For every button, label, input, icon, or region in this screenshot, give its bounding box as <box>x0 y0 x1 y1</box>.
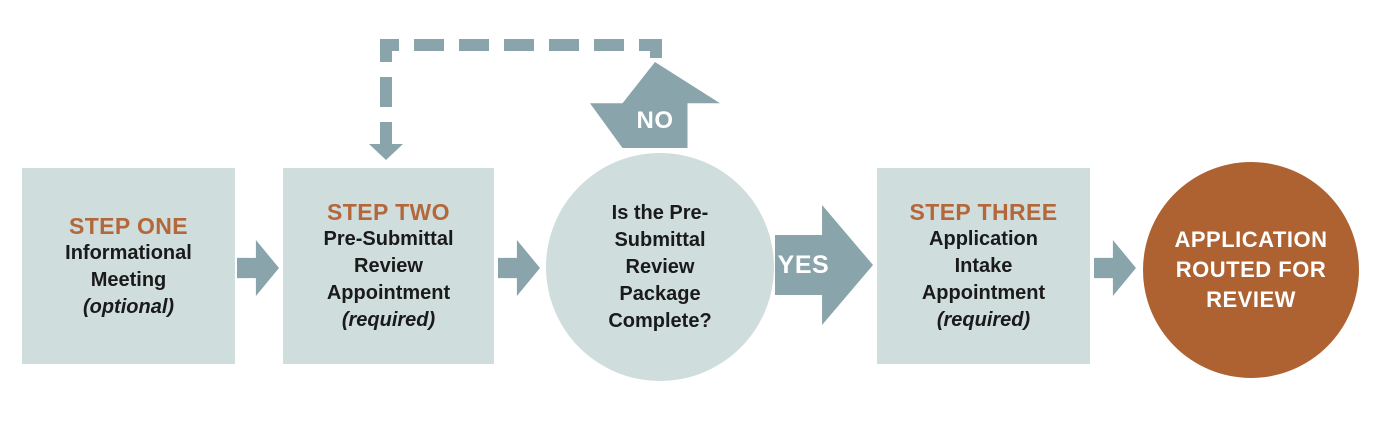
no-branch-arrow-up-icon: NO <box>590 62 720 148</box>
step-three-title: STEP THREE <box>909 199 1058 225</box>
no-label: NO <box>636 107 674 135</box>
step-one-note: (optional) <box>82 295 175 318</box>
step-two-note: (required) <box>341 309 436 331</box>
yes-label: YES <box>777 250 830 279</box>
return-arrow-shaft <box>380 122 392 144</box>
arrow-step-one-to-step-two-icon <box>237 240 279 296</box>
step-two-title: STEP TWO <box>327 199 450 225</box>
arrow-step-three-to-result-icon <box>1094 240 1136 296</box>
step-three-note: (required) <box>936 309 1031 331</box>
yes-branch-arrow-right-icon: YES <box>775 205 873 325</box>
arrow-step-two-to-decision-icon <box>498 240 540 296</box>
step-one-title: STEP ONE <box>68 212 189 239</box>
return-arrowhead-down-icon <box>369 144 403 160</box>
